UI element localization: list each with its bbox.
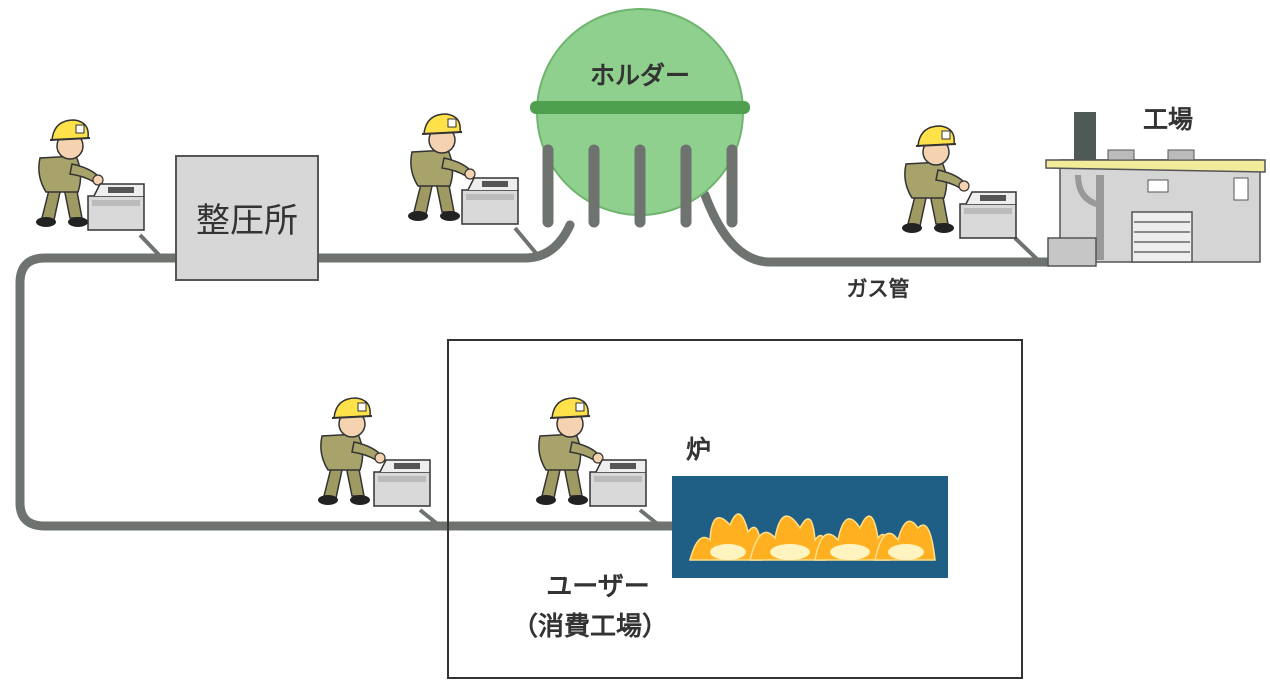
measuring-case-icon xyxy=(461,177,519,225)
worker-inspector-icon xyxy=(901,125,970,234)
gas-pipe-network xyxy=(15,190,1055,531)
gas-holder-icon: ホルダー xyxy=(530,8,750,228)
inspector-station-3 xyxy=(901,125,1017,239)
inspector-station-5 xyxy=(535,397,647,507)
factory-label: 工場 xyxy=(1143,105,1193,134)
gas-pipe-label: ガス管 xyxy=(847,277,910,301)
user-area-boundary xyxy=(447,339,1023,679)
factory-building-icon: 工場 xyxy=(1045,105,1266,267)
user-sub-label: （消費工場） xyxy=(512,612,668,642)
governor-station-label: 整圧所 xyxy=(196,201,298,241)
inspector-station-4 xyxy=(317,397,431,507)
inspector-station-1 xyxy=(35,119,145,231)
governor-station: 整圧所 xyxy=(175,155,319,281)
holder-label: ホルダー xyxy=(590,61,690,90)
measuring-case-icon xyxy=(373,459,431,507)
furnace-fire-icon: 炉 xyxy=(672,435,948,578)
measuring-case-icon xyxy=(959,191,1017,239)
furnace-label: 炉 xyxy=(686,435,711,464)
inspector-station-2 xyxy=(407,113,519,225)
measuring-case-icon xyxy=(87,183,145,231)
user-label: ユーザー xyxy=(546,572,649,602)
measuring-case-icon xyxy=(589,459,647,507)
